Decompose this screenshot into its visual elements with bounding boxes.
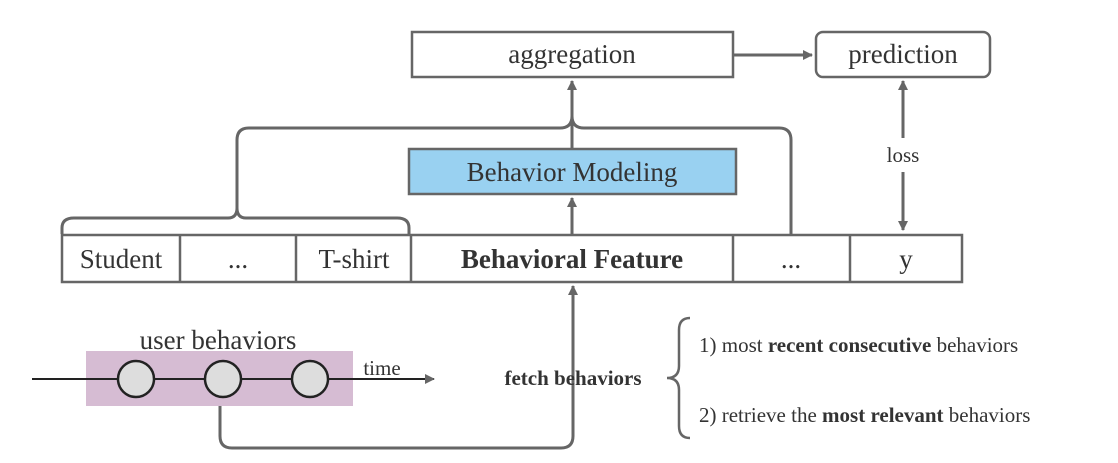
feature-row: Student ... T-shirt Behavioral Feature .… bbox=[60, 233, 964, 284]
prediction-node: prediction bbox=[814, 30, 992, 79]
feature-cell-ellipsis-left: ... bbox=[228, 244, 248, 274]
aggregation-node: aggregation bbox=[410, 30, 735, 79]
prediction-label: prediction bbox=[848, 39, 958, 69]
user-behaviors-panel: user behaviors time bbox=[32, 325, 435, 406]
user-behaviors-label: user behaviors bbox=[140, 325, 297, 355]
behavior-modeling-label: Behavior Modeling bbox=[467, 157, 678, 187]
behavior-modeling-node: Behavior Modeling bbox=[407, 147, 738, 196]
behavior-circle bbox=[203, 359, 243, 399]
loss-label: loss bbox=[887, 143, 920, 167]
bracket-left-group-right-edge bbox=[235, 207, 411, 234]
option-most-relevant: 2) retrieve the most relevant behaviors bbox=[699, 403, 1030, 427]
feature-cell-student: Student bbox=[80, 244, 163, 274]
bracket-right-group bbox=[570, 115, 793, 234]
feature-cell-y: y bbox=[899, 244, 913, 274]
time-label: time bbox=[363, 356, 400, 380]
options-brace bbox=[666, 316, 691, 440]
behavior-circle bbox=[116, 359, 156, 399]
option-recent-consecutive: 1) most recent consecutive behaviors bbox=[699, 333, 1018, 357]
fetch-path bbox=[218, 285, 578, 450]
feature-cell-behavioral-feature: Behavioral Feature bbox=[461, 244, 683, 274]
fetch-behaviors-label: fetch behaviors bbox=[504, 366, 641, 390]
feature-cell-tshirt: T-shirt bbox=[318, 244, 390, 274]
feature-cell-ellipsis-right: ... bbox=[781, 244, 801, 274]
behavior-circle bbox=[290, 359, 330, 399]
aggregation-label: aggregation bbox=[508, 39, 636, 69]
